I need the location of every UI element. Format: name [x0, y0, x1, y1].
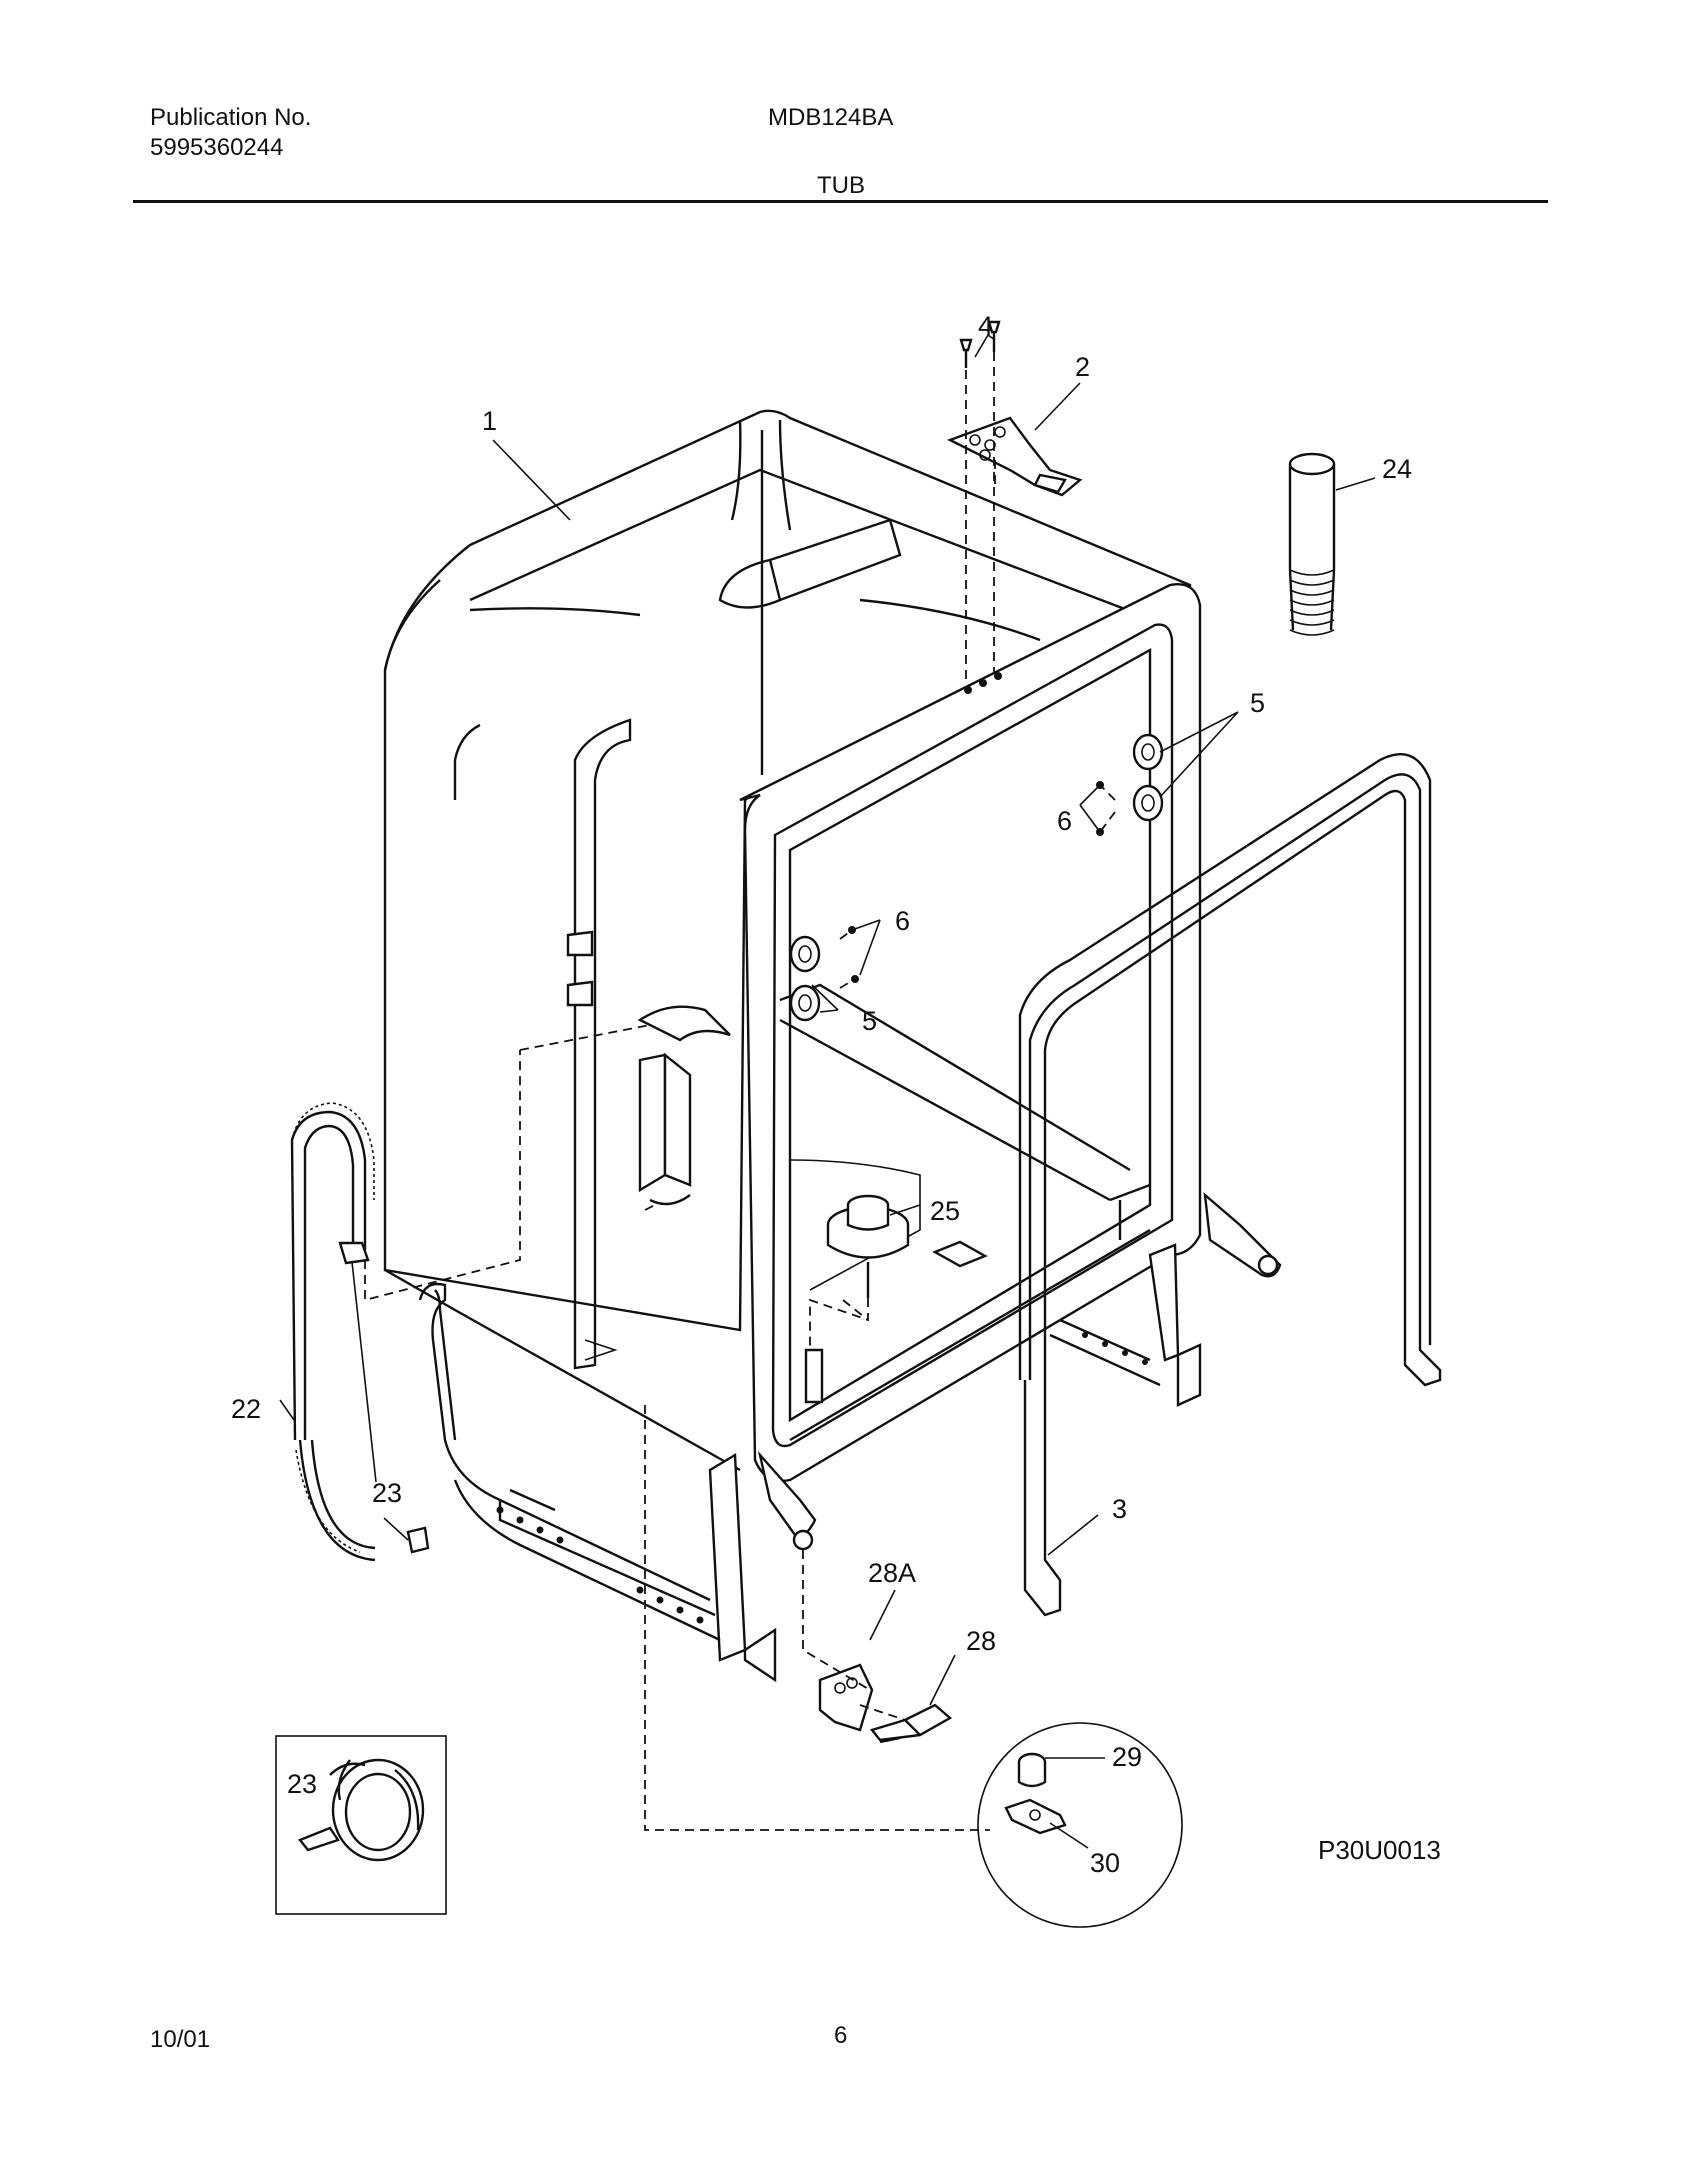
rail-holes-right [1082, 1332, 1148, 1365]
callout-28: 28 [966, 1626, 996, 1656]
callout-30: 30 [1090, 1848, 1120, 1878]
base-rail [418, 1282, 721, 1642]
callout-labels: 1 2 3 4 5 5 6 6 22 23 23 24 25 28 28A 29… [231, 311, 1412, 1878]
callout-28a: 28A [868, 1558, 916, 1588]
callout-23: 23 [372, 1478, 402, 1508]
callout-6-right: 6 [1057, 806, 1072, 836]
door-gasket [1018, 753, 1442, 1617]
callout-4: 4 [978, 311, 993, 341]
inset-thermostat [977, 1722, 1183, 1928]
publication-label: Publication No. [150, 104, 312, 131]
screws [959, 320, 1001, 368]
door-switch [869, 1703, 953, 1744]
diagram-code: P30U0013 [1318, 1835, 1441, 1865]
assembly-lines [364, 352, 1116, 1831]
callout-25: 25 [930, 1196, 960, 1226]
tub-body [383, 409, 1192, 1472]
callout-3: 3 [1112, 1494, 1127, 1524]
leader-lines [279, 334, 1376, 1706]
top-bracket [946, 416, 1083, 497]
callout-2: 2 [1075, 352, 1090, 382]
section-title: TUB [817, 172, 865, 199]
callout-24: 24 [1382, 454, 1412, 484]
inset-hose-clamp [275, 1735, 447, 1915]
callout-22: 22 [231, 1394, 261, 1424]
fill-pipe [1288, 452, 1336, 636]
callout-6-left: 6 [895, 906, 910, 936]
page-number: 6 [834, 2022, 848, 2049]
callout-29: 29 [1112, 1742, 1142, 1772]
callout-5-left: 5 [862, 1006, 877, 1036]
center-cup [804, 1194, 988, 1404]
rail-holes-left [496, 1506, 704, 1624]
drain-hose [290, 1102, 376, 1562]
publication-number: 5995360244 [150, 134, 284, 161]
callout-1: 1 [482, 406, 497, 436]
switch-bracket [818, 1663, 874, 1732]
footer-date: 10/01 [150, 2026, 211, 2053]
callout-23-inset: 23 [287, 1769, 317, 1799]
header-rule [133, 200, 1548, 203]
hose-clamp [406, 1526, 430, 1554]
model-number: MDB124BA [768, 104, 894, 131]
callout-5-right: 5 [1250, 688, 1265, 718]
